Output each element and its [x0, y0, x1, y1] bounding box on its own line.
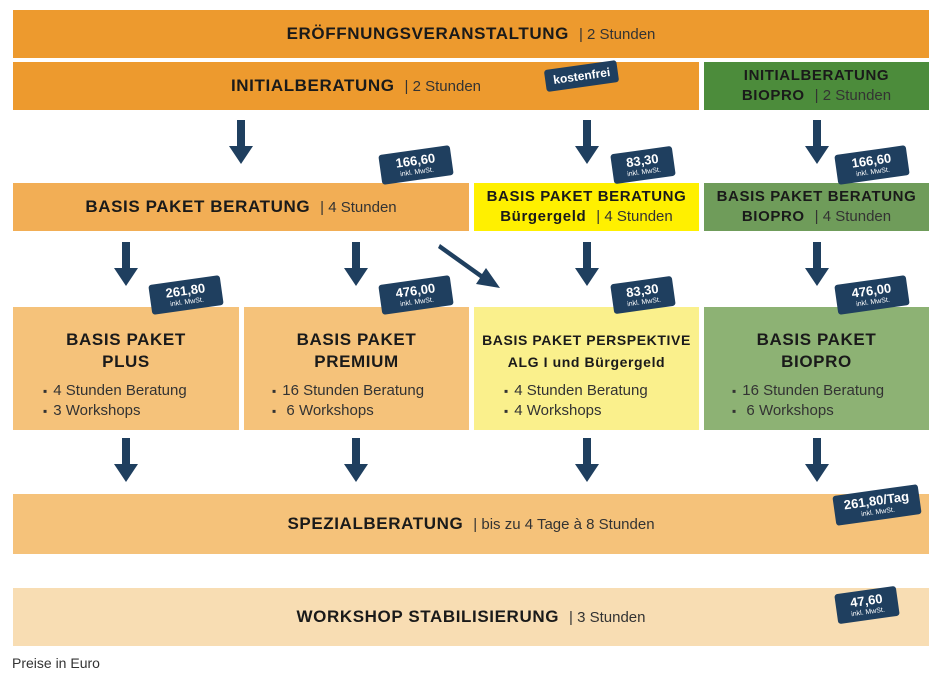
price-tag-basis-beratung: 166,60 inkl. MwSt.: [378, 145, 454, 185]
arrow-down-icon: [575, 120, 599, 164]
workshop-duration: | 3 Stunden: [569, 608, 646, 626]
basis-buergergeld-box: BASIS PAKET BERATUNG Bürgergeld | 4 Stund…: [474, 183, 699, 231]
package-item: 16 Stunden Beratung: [732, 381, 929, 401]
initial-biopro-line1: INITIALBERATUNG: [743, 67, 890, 84]
basis-buergergeld-line1: BASIS PAKET BERATUNG: [486, 188, 687, 205]
basis-beratung-box: BASIS PAKET BERATUNG | 4 Stunden: [13, 183, 469, 231]
basis-biopro-duration: | 4 Stunden: [814, 208, 892, 225]
arrow-down-icon: [344, 438, 368, 482]
price-tag-basis-buergergeld: 83,30 inkl. MwSt.: [610, 145, 676, 185]
basis-beratung-title: BASIS PAKET BERATUNG: [85, 197, 311, 216]
package-premium: BASIS PAKET PREMIUM 16 Stunden Beratung …: [244, 307, 469, 430]
basis-beratung-duration: | 4 Stunden: [320, 198, 397, 216]
price-tag-basis-biopro: 166,60 inkl. MwSt.: [834, 145, 910, 185]
arrow-down-icon: [229, 120, 253, 164]
package-item: 3 Workshops: [43, 401, 239, 421]
package-subtitle: PREMIUM: [314, 352, 399, 371]
initial-biopro-duration: | 2 Stunden: [814, 87, 892, 104]
package-item: 16 Stunden Beratung: [272, 381, 469, 401]
eroeffnung-duration: | 2 Stunden: [578, 25, 656, 43]
basis-buergergeld-line2: Bürgergeld: [500, 208, 587, 225]
arrow-down-icon: [575, 242, 599, 286]
initial-duration: | 2 Stunden: [404, 77, 482, 95]
initial-title: INITIALBERATUNG: [230, 76, 395, 95]
package-title: BASIS PAKET: [66, 330, 186, 349]
package-subtitle: PLUS: [102, 352, 150, 371]
basis-biopro-line1: BASIS PAKET BERATUNG: [716, 188, 917, 205]
eroeffnung-box: ERÖFFNUNGSVERANSTALTUNG | 2 Stunden: [13, 10, 929, 58]
arrow-down-icon: [575, 438, 599, 482]
diagonal-arrow-icon: [438, 244, 500, 288]
workshop-title: WORKSHOP STABILISIERUNG: [296, 607, 560, 626]
spezial-duration: | bis zu 4 Tage à 8 Stunden: [473, 515, 655, 533]
package-item: 4 Stunden Beratung: [43, 381, 239, 401]
basis-biopro-box: BASIS PAKET BERATUNG BIOPRO | 4 Stunden: [704, 183, 929, 231]
package-biopro: BASIS PAKET BIOPRO 16 Stunden Beratung 6…: [704, 307, 929, 430]
package-subtitle: BIOPRO: [781, 352, 852, 371]
eroeffnung-title: ERÖFFNUNGSVERANSTALTUNG: [286, 24, 569, 43]
arrow-down-icon: [114, 242, 138, 286]
package-plus: BASIS PAKET PLUS 4 Stunden Beratung 3 Wo…: [13, 307, 239, 430]
package-subtitle: ALG I und Bürgergeld: [507, 354, 666, 370]
package-title: BASIS PAKET: [756, 330, 877, 349]
package-item: 4 Workshops: [504, 401, 699, 421]
arrow-down-icon: [805, 242, 829, 286]
workshop-box: WORKSHOP STABILISIERUNG | 3 Stunden: [13, 588, 929, 646]
package-item: 6 Workshops: [732, 401, 929, 421]
package-item: 6 Workshops: [272, 401, 469, 421]
arrow-down-icon: [114, 438, 138, 482]
spezial-box: SPEZIALBERATUNG | bis zu 4 Tage à 8 Stun…: [13, 494, 929, 554]
arrow-down-icon: [344, 242, 368, 286]
basis-biopro-line2: BIOPRO: [741, 208, 805, 225]
package-item: 4 Stunden Beratung: [504, 381, 699, 401]
arrow-down-icon: [805, 120, 829, 164]
initial-biopro-box: INITIALBERATUNG BIOPRO | 2 Stunden: [704, 62, 929, 110]
initial-biopro-line2: BIOPRO: [741, 87, 805, 104]
package-perspektive: BASIS PAKET PERSPEKTIVE ALG I und Bürger…: [474, 307, 699, 430]
arrow-down-icon: [805, 438, 829, 482]
package-title: BASIS PAKET: [296, 330, 417, 349]
spezial-title: SPEZIALBERATUNG: [287, 514, 464, 533]
basis-buergergeld-duration: | 4 Stunden: [596, 208, 673, 225]
footnote: Preise in Euro: [12, 655, 100, 671]
package-title: BASIS PAKET PERSPEKTIVE: [482, 332, 691, 348]
